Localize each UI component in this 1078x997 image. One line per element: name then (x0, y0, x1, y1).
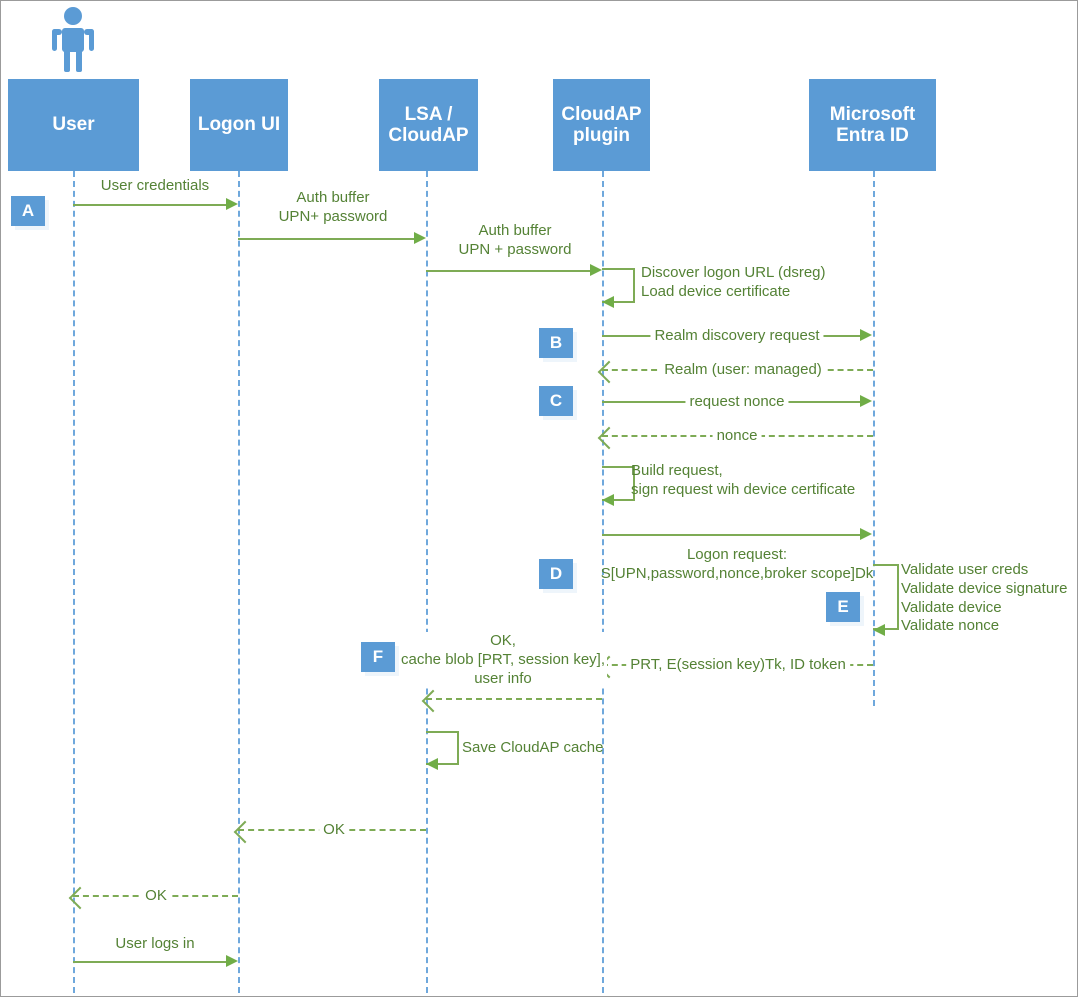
message-label-validate: Validate user creds Validate device sign… (901, 561, 1068, 635)
self-message-loop-discover-logon-url[interactable] (602, 268, 635, 303)
message-label-ok-cache-blob: OK, cache blob [PRT, session key], user … (399, 632, 607, 689)
step-badge-d[interactable]: D (539, 559, 573, 589)
message-label-logon-request: Logon request: S[UPN,password,nonce,brok… (600, 546, 874, 582)
actor-label-user: User (52, 114, 95, 136)
lifeline-user (73, 171, 75, 993)
message-label-build-request: Build request, sign request wih device c… (631, 462, 856, 498)
message-label-prt-response: PRT, E(session key)Tk, ID token (626, 656, 850, 675)
actor-label-cloudap-plugin: CloudAP plugin (561, 103, 642, 146)
self-message-loop-validate[interactable] (873, 564, 899, 630)
actor-box-user[interactable]: User (8, 79, 139, 171)
step-badge-b[interactable]: B (539, 328, 573, 358)
arrowhead-right-icon (414, 232, 426, 244)
message-label-save-cloudap-cache: Save CloudAP cache (462, 739, 604, 756)
actor-box-lsa-cloudap[interactable]: LSA / CloudAP (379, 79, 478, 171)
step-badge-a[interactable]: A (11, 196, 45, 226)
arrowhead-right-icon (860, 395, 872, 407)
actor-label-microsoft-entra-id: Microsoft Entra ID (829, 103, 916, 146)
user-person-icon (48, 5, 98, 78)
message-label-realm-discovery-request: Realm discovery request (650, 327, 824, 346)
step-badge-c-label: C (549, 391, 563, 410)
arrowhead-left-icon (602, 494, 614, 506)
actor-box-microsoft-entra-id[interactable]: Microsoft Entra ID (809, 79, 936, 171)
arrowhead-right-icon (860, 528, 872, 540)
lifeline-cloudap-plugin (602, 171, 604, 993)
message-label-auth-buffer-2: Auth buffer UPN + password (458, 222, 572, 258)
step-badge-e[interactable]: E (826, 592, 860, 622)
message-label-discover-logon-url: Discover logon URL (dsreg) Load device c… (641, 264, 826, 300)
step-badge-a-label: A (21, 201, 35, 220)
message-arrow-logon-request[interactable] (602, 534, 861, 536)
step-badge-b-label: B (549, 333, 563, 352)
arrowhead-right-icon (590, 264, 602, 276)
actor-label-logon-ui: Logon UI (197, 114, 281, 136)
message-arrow-auth-buffer-2[interactable] (426, 270, 591, 272)
arrowhead-left-icon (873, 624, 885, 636)
message-label-ok-logonui-to-user: OK (141, 887, 171, 906)
step-badge-f-label: F (372, 647, 384, 666)
lifeline-microsoft-entra-id (873, 171, 875, 706)
message-arrow-user-logs-in[interactable] (73, 961, 227, 963)
message-arrow-user-credentials[interactable] (73, 204, 227, 206)
step-badge-f[interactable]: F (361, 642, 395, 672)
self-message-loop-build-request[interactable] (602, 466, 635, 501)
message-label-request-nonce: request nonce (685, 393, 789, 412)
message-label-auth-buffer-1: Auth buffer UPN+ password (278, 189, 388, 225)
arrowhead-right-icon (860, 329, 872, 341)
arrowhead-left-icon (426, 758, 438, 770)
message-label-user-logs-in: User logs in (115, 935, 195, 952)
arrowhead-right-icon (226, 198, 238, 210)
arrowhead-right-icon (226, 955, 238, 967)
lifeline-lsa-cloudap (426, 171, 428, 993)
actor-box-cloudap-plugin[interactable]: CloudAP plugin (553, 79, 650, 171)
message-arrow-auth-buffer-1[interactable] (238, 238, 415, 240)
arrowhead-left-icon (602, 296, 614, 308)
actor-label-lsa-cloudap: LSA / CloudAP (388, 103, 469, 146)
message-label-ok-lsa-to-logonui: OK (319, 821, 349, 840)
actor-box-logon-ui[interactable]: Logon UI (190, 79, 288, 171)
message-label-user-credentials: User credentials (100, 177, 210, 194)
step-badge-d-label: D (549, 564, 563, 583)
message-arrow-ok-cache-blob[interactable] (426, 698, 602, 700)
lifeline-logon-ui (238, 171, 240, 993)
step-badge-c[interactable]: C (539, 386, 573, 416)
step-badge-e-label: E (837, 597, 849, 616)
message-label-realm-response: Realm (user: managed) (660, 361, 826, 380)
self-message-loop-save-cloudap-cache[interactable] (426, 731, 459, 765)
message-label-nonce: nonce (712, 427, 762, 446)
